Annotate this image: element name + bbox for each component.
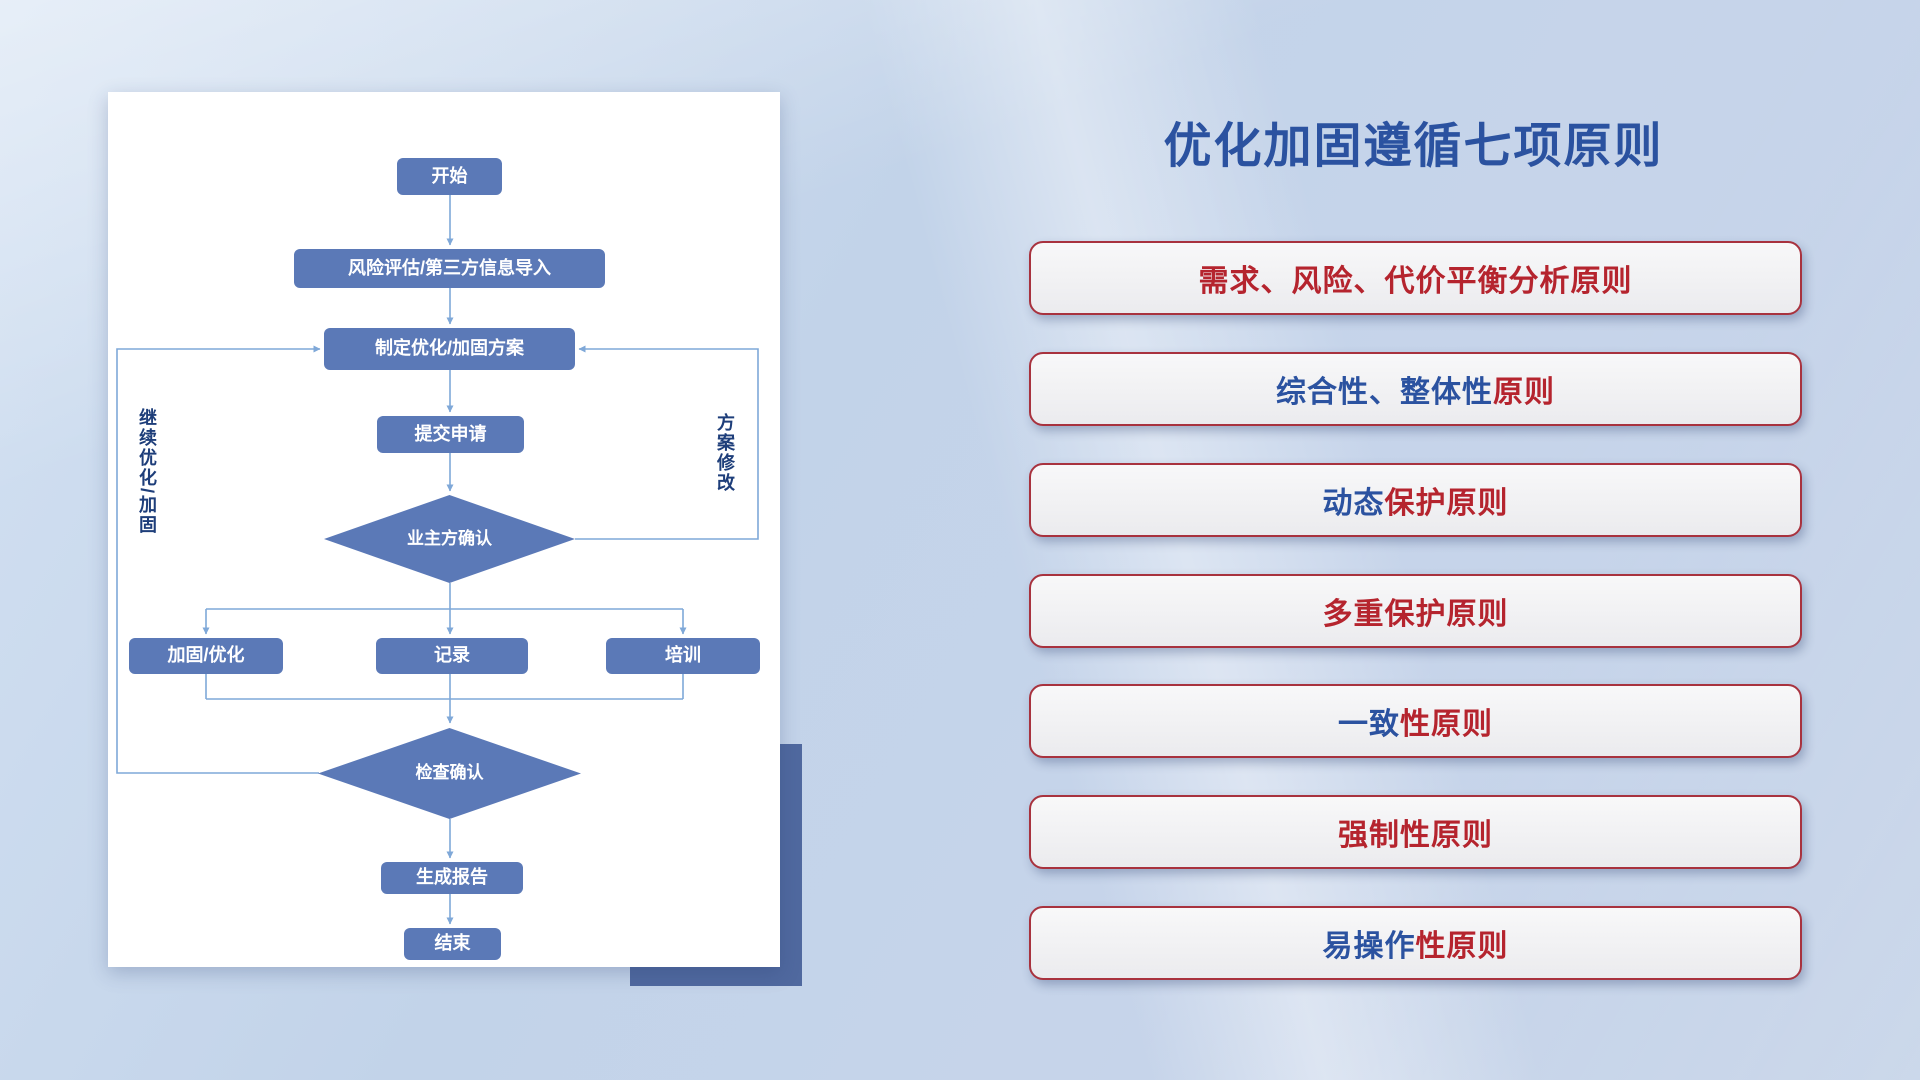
principle-box-3: 动态保护原则 (1029, 463, 1802, 537)
principle-label-7: 易操作性原则 (1322, 930, 1509, 963)
flowchart-card: 开始 风险评估/第三方信息导入 制定优化/加固方案 提交申请 业主方确认 加固/… (108, 92, 780, 967)
principle-label-6: 强制性原则 (1338, 819, 1493, 852)
principle-box-1: 需求、风险、代价平衡分析原则 (1029, 241, 1802, 315)
flow-node-submit: 提交申请 (377, 416, 524, 453)
panel-title: 优化加固遵循七项原则 (1163, 120, 1664, 173)
principle-label-1: 需求、风险、代价平衡分析原则 (1198, 265, 1633, 298)
flow-node-record: 记录 (376, 638, 528, 674)
principle-label-5: 一致性原则 (1338, 708, 1493, 741)
principle-box-7: 易操作性原则 (1029, 906, 1802, 980)
flow-node-make-plan: 制定优化/加固方案 (324, 328, 575, 370)
principle-label-4: 多重保护原则 (1322, 598, 1509, 631)
loop-label-continue-optimize: 继续优化/加固 (137, 408, 157, 536)
loop-label-plan-modify: 方案修改 (715, 413, 735, 493)
principle-box-2: 综合性、整体性原则 (1029, 352, 1802, 426)
flow-node-end: 结束 (404, 928, 501, 960)
principle-label-3: 动态保护原则 (1322, 487, 1509, 520)
flow-node-start: 开始 (397, 158, 502, 195)
flow-node-harden: 加固/优化 (129, 638, 283, 674)
principle-box-4: 多重保护原则 (1029, 574, 1802, 648)
flowchart-connectors (116, 195, 759, 925)
flow-node-training: 培训 (606, 638, 760, 674)
principle-label-2: 综合性、整体性原则 (1276, 376, 1555, 409)
principle-box-5: 一致性原则 (1029, 684, 1802, 758)
flow-node-risk-import: 风险评估/第三方信息导入 (294, 249, 605, 288)
flow-node-report: 生成报告 (381, 862, 523, 894)
principle-box-6: 强制性原则 (1029, 795, 1802, 869)
